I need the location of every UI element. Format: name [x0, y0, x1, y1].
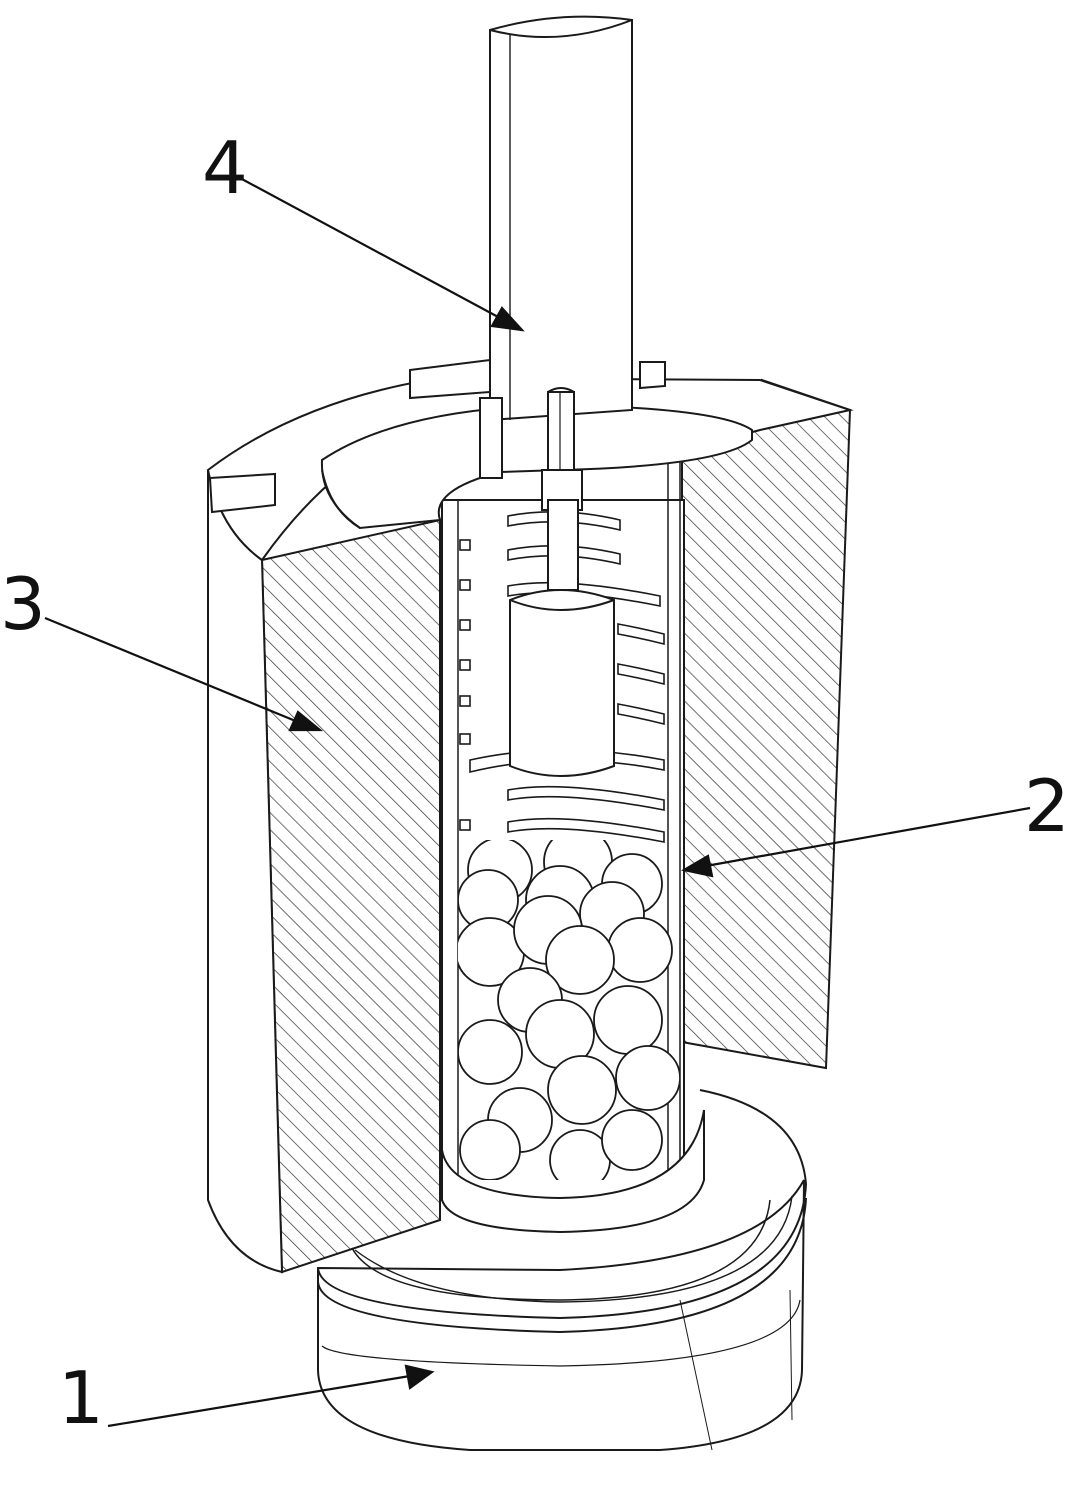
callout-label-2: 2: [1024, 764, 1070, 848]
leader-arrows: [44, 177, 1031, 1428]
callout-label-3: 3: [0, 562, 46, 646]
callout-label-4: 4: [202, 126, 248, 210]
balls: [458, 840, 680, 1180]
base-dish: [317, 1089, 807, 1451]
rod-assembly: [479, 15, 633, 777]
callout-label-1: 1: [58, 1356, 104, 1440]
